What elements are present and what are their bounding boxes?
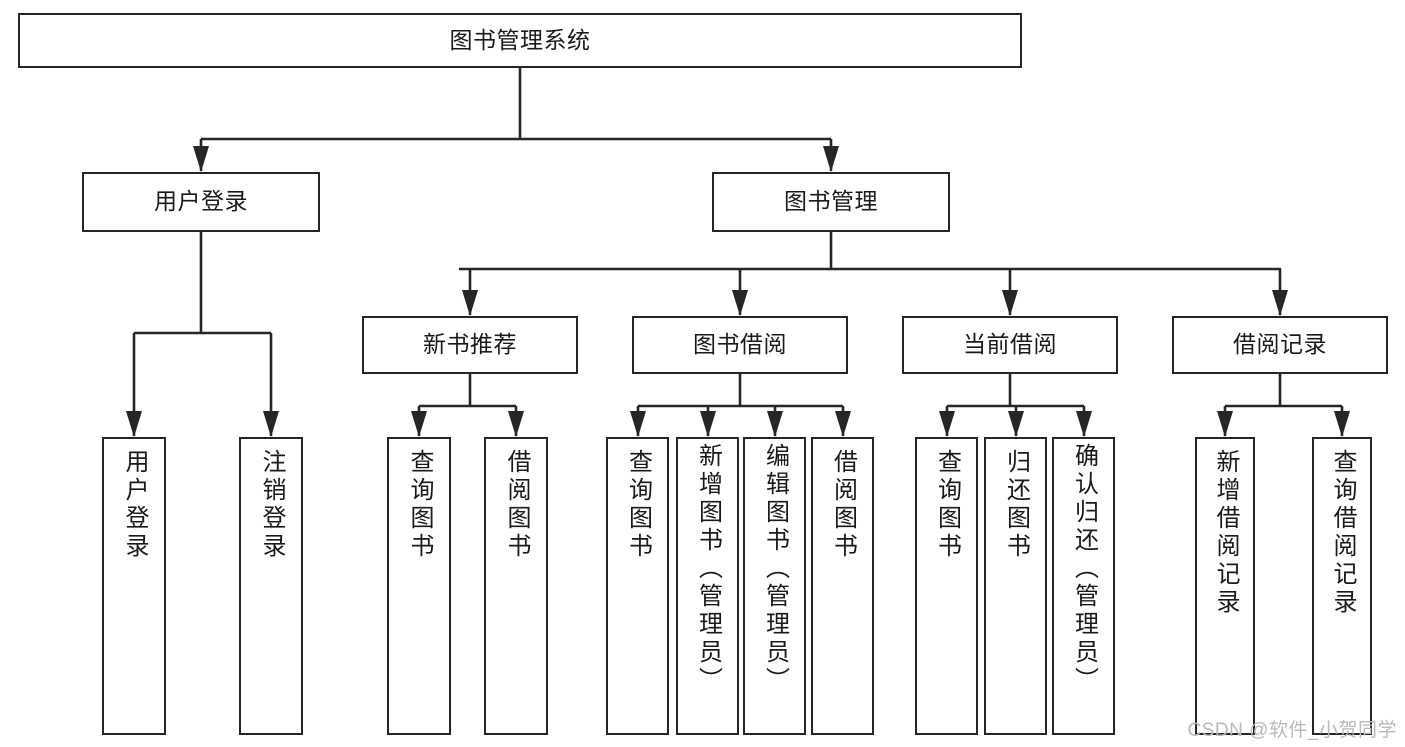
node-new-book-recommend[interactable]: 新书推荐	[362, 316, 578, 374]
csdn-watermark: CSDN @软件_小贺同学	[1187, 720, 1397, 741]
node-label-user-login: 用户登录	[154, 188, 248, 215]
node-label-current-borrow: 当前借阅	[963, 331, 1057, 358]
node-user-login[interactable]: 用户登录	[82, 172, 320, 232]
node-bb-add-book[interactable]: 新增图书（管理员）	[676, 437, 739, 735]
node-nbr-query-book[interactable]: 查询图书	[387, 437, 451, 735]
node-label-new-book-recommend: 新书推荐	[423, 331, 517, 358]
node-cb-confirm-return[interactable]: 确认归还（管理员）	[1052, 437, 1115, 735]
node-label-borrow-record: 借阅记录	[1233, 331, 1327, 358]
node-label-cb-confirm-return: 确认归还（管理员）	[1070, 443, 1098, 695]
node-book-manage[interactable]: 图书管理	[712, 172, 950, 232]
node-leaf-user-login[interactable]: 用户登录	[102, 437, 166, 735]
node-label-br-add-record: 新增借阅记录	[1212, 449, 1239, 617]
node-cb-return-book[interactable]: 归还图书	[984, 437, 1047, 735]
node-label-bb-borrow-book: 借阅图书	[829, 449, 857, 561]
node-label-bb-edit-book: 编辑图书（管理员）	[761, 443, 789, 695]
node-current-borrow[interactable]: 当前借阅	[902, 316, 1118, 374]
node-label-book-manage: 图书管理	[784, 188, 878, 215]
node-label-book-borrow: 图书借阅	[693, 331, 787, 358]
node-bb-edit-book[interactable]: 编辑图书（管理员）	[743, 437, 806, 735]
node-root[interactable]: 图书管理系统	[18, 13, 1022, 68]
node-label-cb-return-book: 归还图书	[1002, 449, 1030, 561]
node-label-br-query-record: 查询借阅记录	[1329, 449, 1356, 617]
node-cb-query-book[interactable]: 查询图书	[915, 437, 978, 735]
node-label-bb-query-book: 查询图书	[624, 449, 652, 561]
node-label-leaf-user-login: 用户登录	[121, 449, 148, 561]
node-label-nbr-borrow-book: 借阅图书	[503, 449, 530, 561]
node-label-leaf-user-logout: 注销登录	[258, 449, 285, 561]
node-bb-borrow-book[interactable]: 借阅图书	[811, 437, 874, 735]
node-label-nbr-query-book: 查询图书	[406, 449, 433, 561]
node-leaf-user-logout[interactable]: 注销登录	[239, 437, 303, 735]
node-label-bb-add-book: 新增图书（管理员）	[694, 443, 722, 695]
node-br-add-record[interactable]: 新增借阅记录	[1195, 437, 1255, 735]
node-nbr-borrow-book[interactable]: 借阅图书	[484, 437, 548, 735]
node-label-cb-query-book: 查询图书	[933, 449, 961, 561]
node-br-query-record[interactable]: 查询借阅记录	[1312, 437, 1372, 735]
node-borrow-record[interactable]: 借阅记录	[1172, 316, 1388, 374]
node-label-root: 图书管理系统	[449, 26, 591, 53]
node-bb-query-book[interactable]: 查询图书	[606, 437, 669, 735]
node-book-borrow[interactable]: 图书借阅	[632, 316, 848, 374]
